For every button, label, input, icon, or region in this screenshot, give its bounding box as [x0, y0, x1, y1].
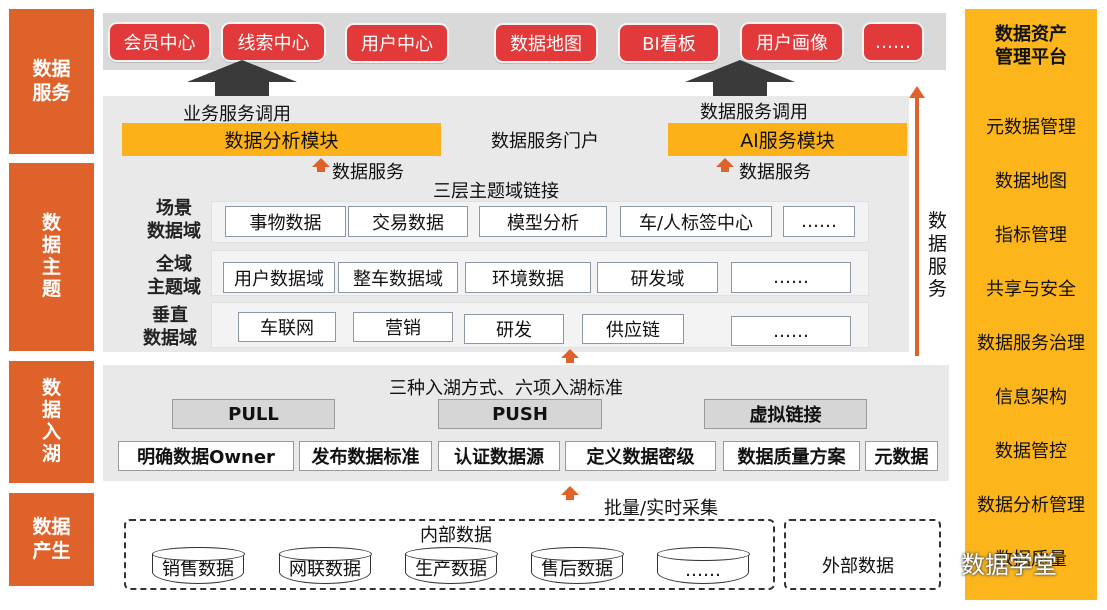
- data-service-call-label: 数据服务调用: [700, 102, 808, 123]
- section-label-data-lake: 数 据 入 湖: [9, 361, 94, 483]
- platform-item: 指标管理: [995, 225, 1067, 246]
- asset-platform-panel: 数据资产 管理平台 元数据管理 数据地图 指标管理 共享与安全 数据服务治理 信…: [965, 9, 1097, 600]
- topic-item: 研发: [464, 314, 564, 344]
- section-label-data-topic: 数 据 主 题: [9, 163, 94, 351]
- platform-item: 数据服务治理: [977, 333, 1085, 354]
- source-aftersales-data: 售后数据: [530, 547, 624, 584]
- external-data-group: [784, 519, 941, 590]
- small-arrow-stem-icon: [721, 167, 729, 172]
- method-pull: PULL: [172, 399, 335, 429]
- lake-standard: 明确数据Owner: [118, 441, 294, 471]
- data-service-left-label: 数据服务: [332, 162, 404, 183]
- asset-platform-title: 数据资产 管理平台: [995, 24, 1067, 69]
- small-up-arrow-icon: [561, 349, 579, 358]
- data-service-portal-label: 数据服务门户: [491, 131, 599, 152]
- platform-item: 信息架构: [995, 387, 1067, 408]
- platform-item: 数据分析管理: [977, 495, 1085, 516]
- source-more: ……: [656, 547, 750, 584]
- method-push: PUSH: [438, 399, 602, 429]
- app-user-center: 用户中心: [345, 23, 449, 63]
- external-data-label: 外部数据: [822, 556, 894, 577]
- topic-item: 研发域: [597, 262, 718, 293]
- topic-item: 用户数据域: [223, 262, 335, 293]
- source-sales-data: 销售数据: [151, 547, 245, 584]
- topic-item: 车联网: [238, 312, 336, 342]
- up-arrow-left-icon: [187, 60, 297, 98]
- internal-data-group: [124, 519, 775, 590]
- ai-service-module: AI服务模块: [668, 123, 907, 156]
- app-lead-center: 线索中心: [221, 22, 326, 62]
- business-service-call-label: 业务服务调用: [183, 104, 291, 125]
- vertical-up-arrow-icon: [909, 86, 925, 356]
- topic-row-label: 场景 数据域: [147, 198, 201, 243]
- small-arrow-stem-icon: [566, 495, 574, 500]
- app-bi-board: BI看板: [618, 23, 720, 63]
- topic-layer-title: 三层主题域链接: [433, 181, 559, 202]
- topic-item: 营销: [353, 312, 453, 342]
- topic-item: 整车数据域: [338, 262, 458, 293]
- source-production-data: 生产数据: [404, 547, 498, 584]
- section-label-data-service: 数据 服务: [9, 9, 94, 154]
- lake-standard: 元数据: [865, 441, 938, 471]
- platform-item: 共享与安全: [986, 279, 1076, 300]
- up-arrow-right-icon: [685, 60, 795, 98]
- data-service-right-label: 数据服务: [739, 162, 811, 183]
- lake-standard: 数据质量方案: [723, 441, 860, 471]
- platform-item: 数据地图: [995, 171, 1067, 192]
- data-analysis-module: 数据分析模块: [122, 123, 441, 156]
- topic-item: 供应链: [582, 314, 684, 344]
- section-label-data-produce: 数据 产生: [9, 493, 94, 586]
- lake-standard: 发布数据标准: [299, 441, 432, 471]
- small-arrow-stem-icon: [317, 167, 325, 172]
- lake-standard: 认证数据源: [438, 441, 560, 471]
- topic-item: 环境数据: [465, 262, 591, 293]
- wechat-icon: [925, 550, 955, 574]
- lake-standard: 定义数据密级: [565, 441, 716, 471]
- collect-label: 批量/实时采集: [604, 498, 719, 519]
- small-up-arrow-icon: [561, 486, 579, 495]
- watermark-text: 数据学堂: [961, 551, 1057, 579]
- topic-item: 事物数据: [225, 206, 346, 237]
- source-connected-data: 网联数据: [278, 547, 372, 584]
- app-user-profile: 用户画像: [740, 22, 844, 62]
- topic-item: 车/人标签中心: [620, 206, 772, 237]
- platform-item: 数据管控: [995, 441, 1067, 462]
- small-up-arrow-icon: [716, 158, 734, 167]
- lake-layer-title: 三种入湖方式、六项入湖标准: [389, 378, 623, 399]
- topic-item: 交易数据: [348, 206, 468, 237]
- vertical-data-service-label: 数 据 服 务: [928, 210, 948, 301]
- method-virtual-link: 虚拟链接: [704, 399, 867, 429]
- internal-data-title: 内部数据: [420, 525, 492, 546]
- topic-row-label: 垂直 数据域: [143, 305, 197, 350]
- app-member-center: 会员中心: [108, 22, 211, 62]
- topic-item: 模型分析: [479, 206, 607, 237]
- topic-row-label: 全域 主题域: [147, 254, 201, 299]
- small-arrow-stem-icon: [566, 358, 574, 363]
- topic-item: ……: [731, 262, 851, 293]
- app-data-map: 数据地图: [494, 23, 598, 63]
- topic-item: ……: [783, 206, 855, 237]
- platform-item: 元数据管理: [986, 117, 1076, 138]
- topic-item: ……: [731, 316, 851, 346]
- app-more: ……: [862, 22, 924, 62]
- watermark: 数据学堂: [925, 545, 1057, 580]
- platform-item: 数据质量: [995, 549, 1067, 570]
- small-up-arrow-icon: [312, 158, 330, 167]
